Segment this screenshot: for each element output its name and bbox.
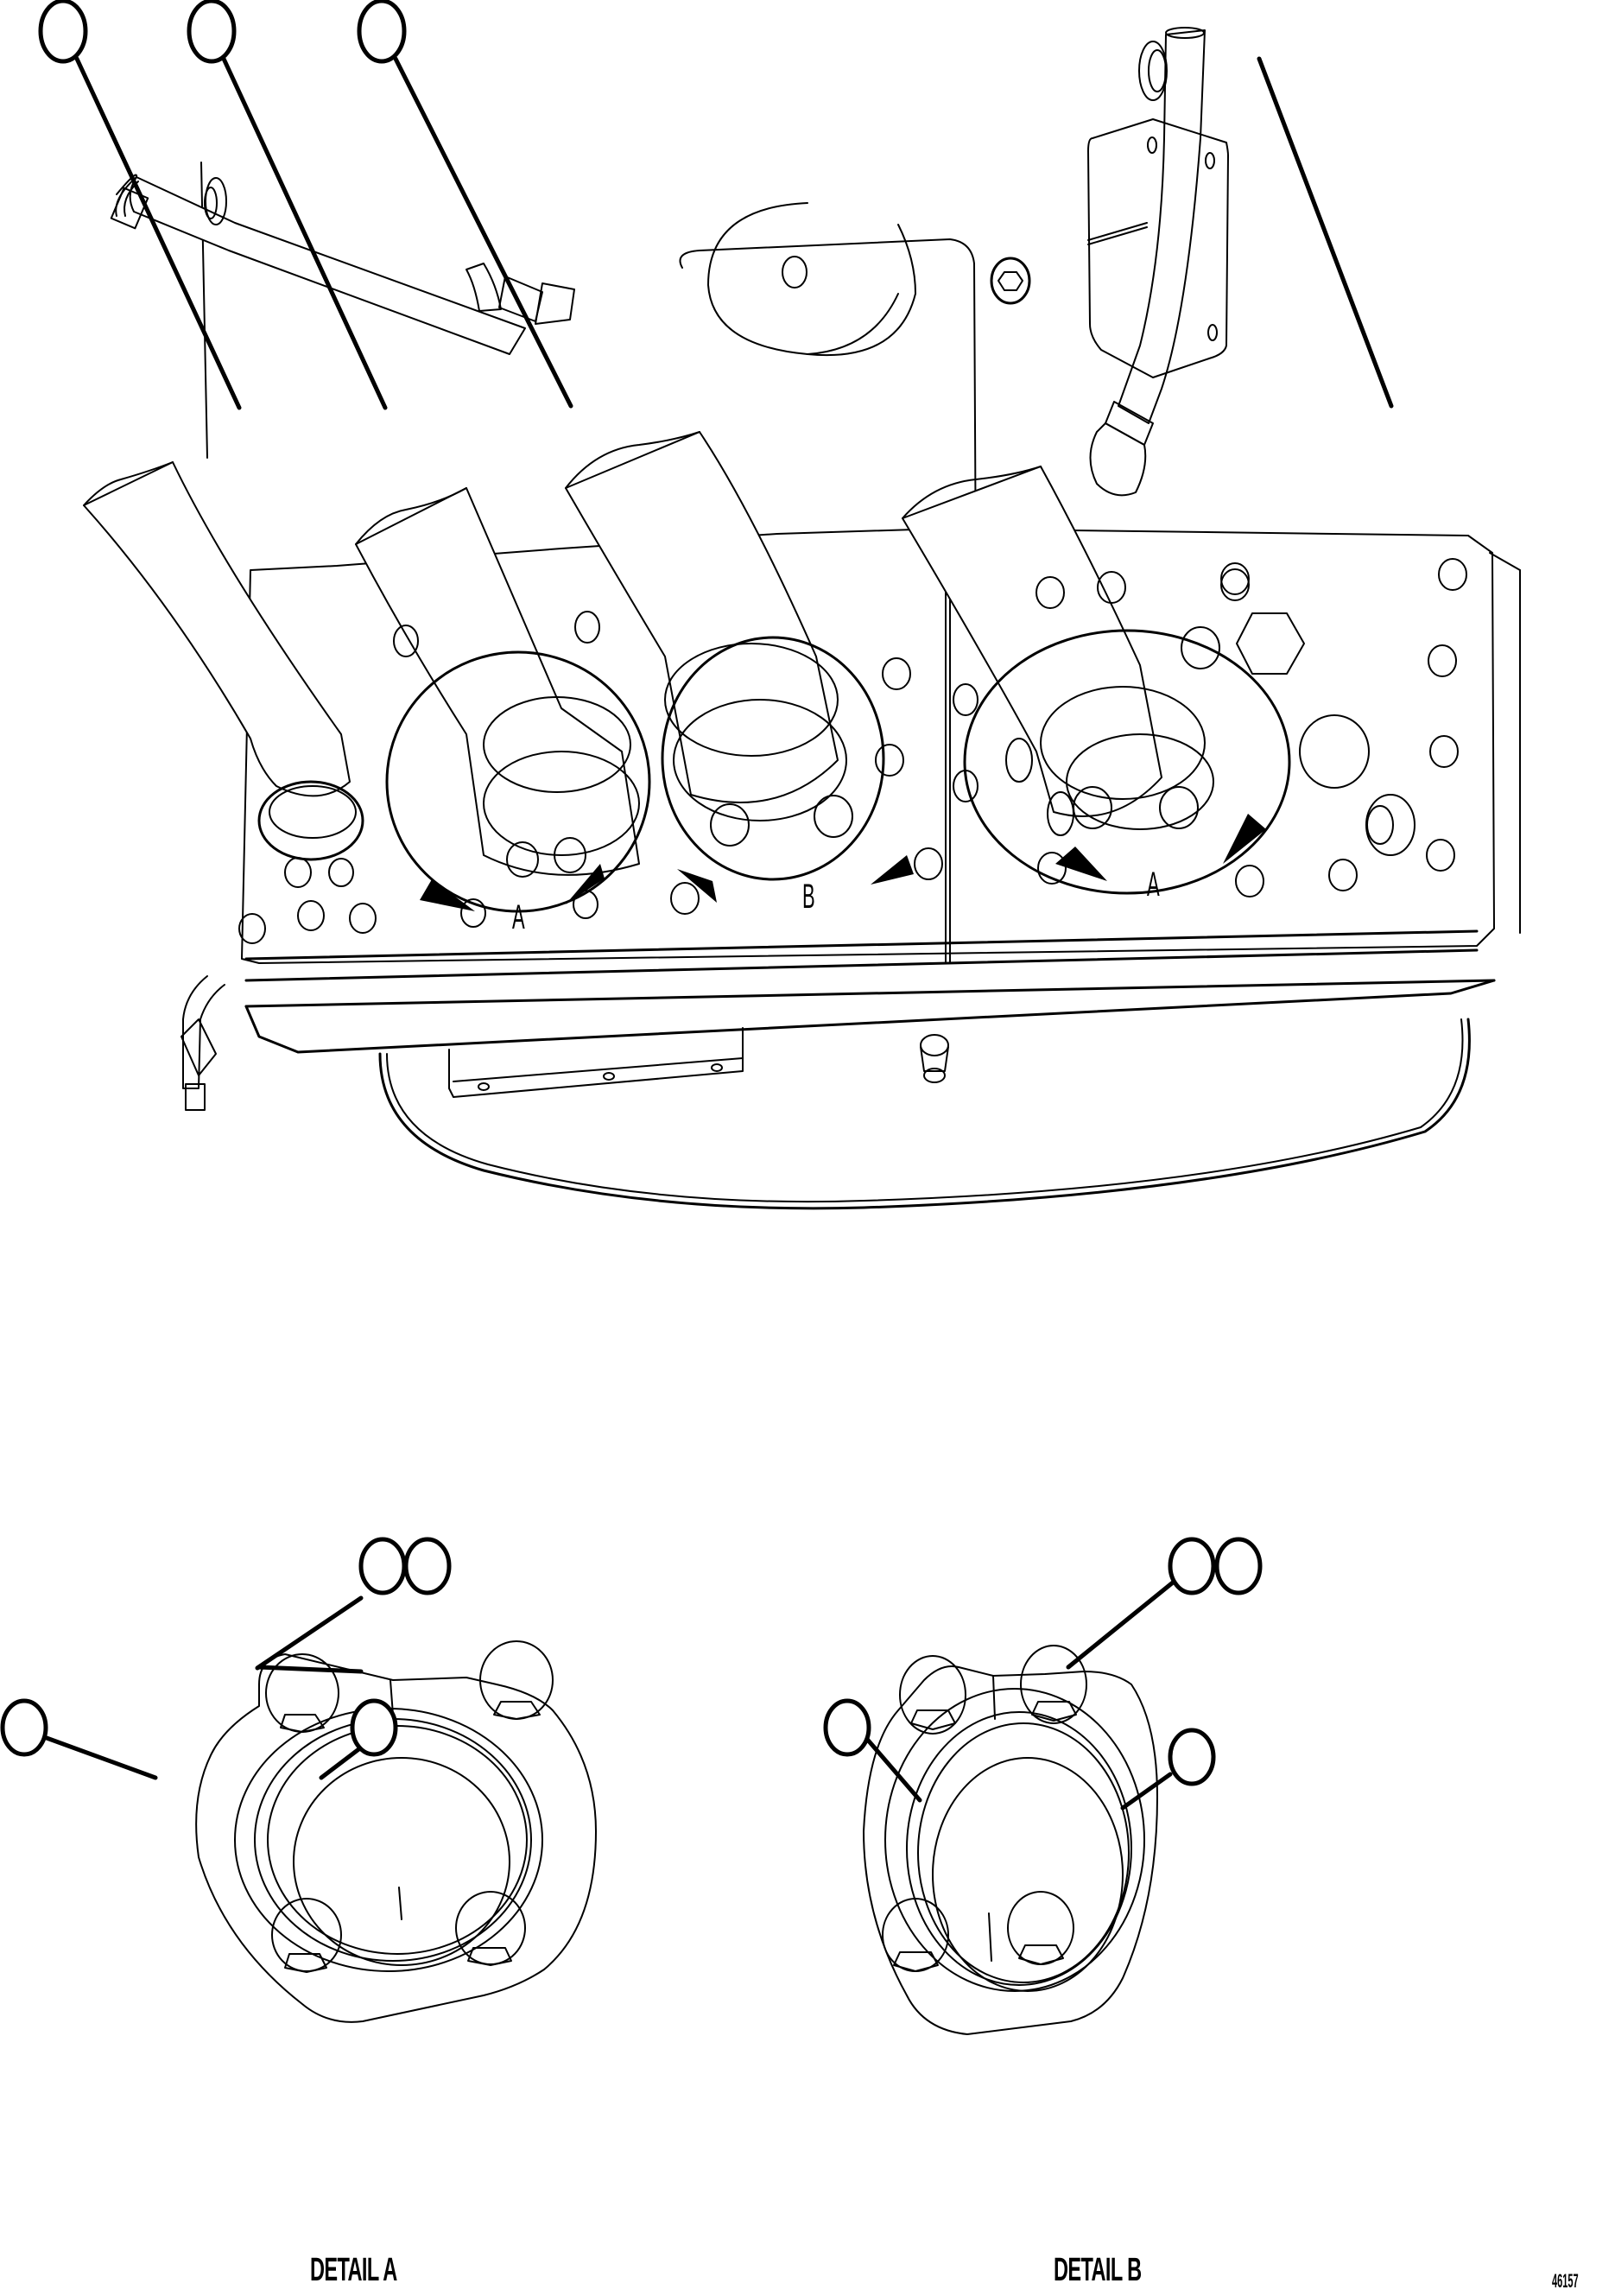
leader-line: [221, 56, 388, 410]
upper-hose: [129, 176, 526, 355]
port-label-b: B: [802, 878, 815, 916]
plate-bolt-hex: [998, 271, 1023, 291]
cable-grommet: [1138, 41, 1168, 101]
detail-a-bolts: [265, 1640, 554, 1973]
callout-1[interactable]: [38, 0, 88, 64]
bolt-icon: [479, 1640, 554, 1720]
detail-a-title: DETAIL A: [310, 2252, 397, 2288]
leader-line: [319, 1742, 367, 1780]
detail-b-view: [863, 1580, 1175, 2035]
arrow-icon: [1223, 814, 1266, 864]
detail-a-callout-flange[interactable]: [350, 1698, 398, 1757]
main-assembly-view: [74, 27, 1521, 1210]
port-plug: [1365, 794, 1416, 856]
detail-a-view: [44, 1595, 597, 2023]
direction-arrows: [420, 814, 1266, 911]
top-callouts: [38, 0, 407, 64]
leader-line: [255, 1595, 364, 1671]
bolt-icon: [1007, 1891, 1074, 1965]
detail-a-indicator-circle-2: [963, 629, 1291, 895]
callout-3[interactable]: [357, 0, 407, 64]
leader-line: [256, 1665, 364, 1674]
side-valve: [182, 975, 225, 1089]
leader-line: [863, 1735, 922, 1803]
leader-line: [74, 56, 242, 410]
detail-a-flange: [195, 1653, 597, 2023]
plate-bolt: [990, 257, 1031, 305]
plate-bolts: [238, 558, 1467, 944]
detail-a-callout-bolt[interactable]: [358, 1537, 407, 1595]
junction-box-seam: [1087, 222, 1148, 241]
hose-1-fitting: [257, 780, 364, 861]
detail-b-indicator-circle: [661, 636, 885, 881]
arrow-icon: [566, 864, 605, 904]
tank-bottom: [378, 1018, 1471, 1210]
hose-2-fitting: [483, 751, 640, 856]
arrow-icon: [420, 879, 475, 911]
hose-clamp: [110, 187, 149, 230]
detail-a-callout-washer[interactable]: [403, 1537, 452, 1595]
hose-3: [565, 431, 839, 803]
detail-b-flange: [863, 1665, 1158, 2035]
mounting-plate: [679, 238, 977, 588]
detail-b-callout-flange[interactable]: [1168, 1728, 1216, 1786]
hose-crimp: [466, 263, 502, 312]
junction-box-seam: [1087, 226, 1148, 245]
arrow-icon: [871, 855, 914, 885]
callout-2[interactable]: [187, 0, 237, 64]
detail-b-callouts: [823, 1537, 1263, 1786]
bolt-icon: [1020, 1645, 1087, 1724]
hose-1: [83, 461, 351, 797]
arrow-icon: [677, 869, 717, 903]
bolt-icon: [899, 1655, 966, 1735]
detail-b-callout-oring[interactable]: [823, 1698, 871, 1757]
hose-4-fitting: [1066, 733, 1214, 830]
port-label-a-right: A: [1147, 866, 1160, 904]
junction-box: [1087, 118, 1229, 378]
manifold-plate: [241, 528, 1495, 964]
bolt-icon: [455, 1891, 526, 1965]
hose-2: [355, 487, 640, 876]
detail-b-callout-bolt[interactable]: [1168, 1537, 1216, 1595]
drain-plug: [920, 1034, 949, 1056]
detail-a-callout-oring[interactable]: [0, 1698, 48, 1757]
port-plug: [1299, 714, 1370, 789]
vertical-cable: [1118, 29, 1206, 424]
detail-a-indicator-circle: [385, 650, 651, 913]
leader-line: [393, 56, 573, 409]
leader-line: [1120, 1772, 1173, 1811]
detail-b-title: DETAIL B: [1054, 2252, 1142, 2288]
arrow-icon: [1055, 847, 1107, 881]
cable-elbow: [1089, 422, 1147, 497]
leader-line: [44, 1735, 158, 1780]
detail-a-callouts: [0, 1537, 452, 1757]
port-label-a-left: A: [512, 898, 525, 936]
hex-plug: [1236, 612, 1305, 675]
leader-line: [1066, 1580, 1175, 1670]
bolt-icon: [882, 1898, 949, 1972]
bottom-bracket: [448, 1027, 744, 1098]
figure-number: 46157: [1552, 2270, 1579, 2292]
rear-cap-ring: [807, 224, 916, 357]
leader-line: [1257, 56, 1394, 409]
hose-3-fitting: [673, 699, 847, 821]
manifold-base: [244, 979, 1496, 1054]
detail-b-bolts: [882, 1645, 1087, 1972]
rear-cap: [707, 202, 899, 355]
hose-adapter: [535, 282, 575, 325]
cable-fitting: [1105, 401, 1154, 446]
detail-b-callout-washer[interactable]: [1214, 1537, 1263, 1595]
hose-nut: [498, 276, 543, 322]
cap-hole: [782, 256, 808, 289]
